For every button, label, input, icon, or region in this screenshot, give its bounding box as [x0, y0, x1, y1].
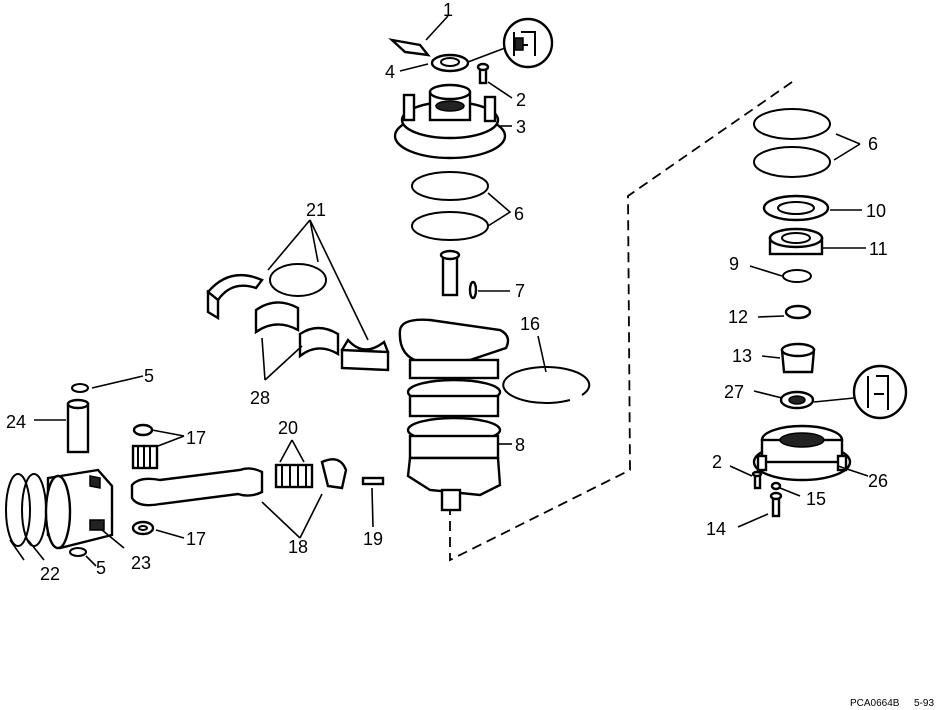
part-18-connecting-rod [130, 467, 264, 507]
part-9-ring [782, 269, 812, 283]
label-11: 11 [869, 239, 888, 259]
label-12: 12 [728, 307, 748, 327]
part-5-clip-top [71, 383, 89, 393]
part-2-screw-lower [751, 470, 763, 490]
part-6-orings-right [753, 108, 831, 178]
label-22: 22 [40, 564, 60, 584]
label-2-top: 2 [516, 90, 526, 110]
part-28-needle-cage-right [298, 326, 340, 359]
label-27: 27 [724, 382, 744, 402]
part-26-lower-bearing-housing [752, 424, 852, 482]
label-21: 21 [306, 200, 326, 220]
part-16-retaining-ring [502, 366, 591, 404]
label-17-upper: 17 [186, 428, 206, 448]
dashed-boundary [449, 79, 796, 562]
label-9: 9 [729, 254, 739, 274]
diagram-date: 5-93 [914, 698, 934, 709]
part-17-washer-lower [131, 520, 155, 536]
part-8-crankshaft [398, 249, 510, 512]
label-5-top: 5 [144, 366, 154, 386]
part-14-screw [769, 491, 783, 518]
label-23: 23 [131, 553, 151, 573]
part-7-key [468, 280, 478, 300]
label-19: 19 [363, 529, 383, 549]
label-4: 4 [385, 62, 395, 82]
label-5-bottom: 5 [96, 558, 106, 578]
part-2-screw-top [476, 62, 490, 85]
part-6-orings-center [411, 171, 489, 241]
part-21-ring [269, 263, 327, 297]
part-12-seal [784, 304, 812, 320]
leader-lines [9, 15, 869, 567]
diagram-reference: PCA0664B 5-93 [850, 698, 934, 709]
callout-labels: 1 2 3 4 6 7 8 16 21 28 5 24 17 17 20 18 … [6, 0, 888, 584]
label-14: 14 [706, 519, 726, 539]
part-19-rod-bolt [361, 476, 385, 486]
part-3-upper-bearing-housing [393, 83, 507, 160]
part-24-wrist-pin [66, 398, 90, 454]
label-28: 28 [250, 388, 270, 408]
part-28-needle-cage-left [254, 301, 300, 335]
part-21-bearing-half-left [206, 273, 264, 321]
part-22-piston-rings [5, 473, 47, 547]
label-2-lower: 2 [712, 452, 722, 472]
part-27-seal [779, 390, 815, 410]
label-24: 24 [6, 412, 26, 432]
label-15: 15 [806, 489, 826, 509]
diagram-code: PCA0664B [850, 698, 900, 709]
label-26: 26 [868, 471, 888, 491]
label-13: 13 [732, 346, 752, 366]
label-20: 20 [278, 418, 298, 438]
part-13-cup [780, 342, 816, 374]
part-5-clip-bottom [69, 547, 87, 557]
seal-detail-callout-lower [852, 364, 908, 420]
part-17-bearing-upper [131, 423, 159, 470]
label-6-right: 6 [868, 134, 878, 154]
part-23-piston [44, 468, 114, 550]
label-10: 10 [866, 201, 886, 221]
part-10-seal-plate [762, 194, 830, 222]
label-3: 3 [516, 117, 526, 137]
label-17-lower: 17 [186, 529, 206, 549]
seal-detail-callout [502, 17, 554, 69]
part-4-seal [430, 53, 470, 73]
part-1-clip [388, 38, 431, 57]
label-8: 8 [515, 435, 525, 455]
part-15-washer [770, 481, 782, 491]
label-7: 7 [515, 281, 525, 301]
part-21-bearing-half-right [340, 337, 390, 372]
label-6-center: 6 [514, 204, 524, 224]
label-16: 16 [520, 314, 540, 334]
part-11-bearing [768, 227, 824, 256]
label-18: 18 [288, 537, 308, 557]
label-1: 1 [443, 0, 453, 20]
part-20-rod-bearing [274, 458, 348, 490]
